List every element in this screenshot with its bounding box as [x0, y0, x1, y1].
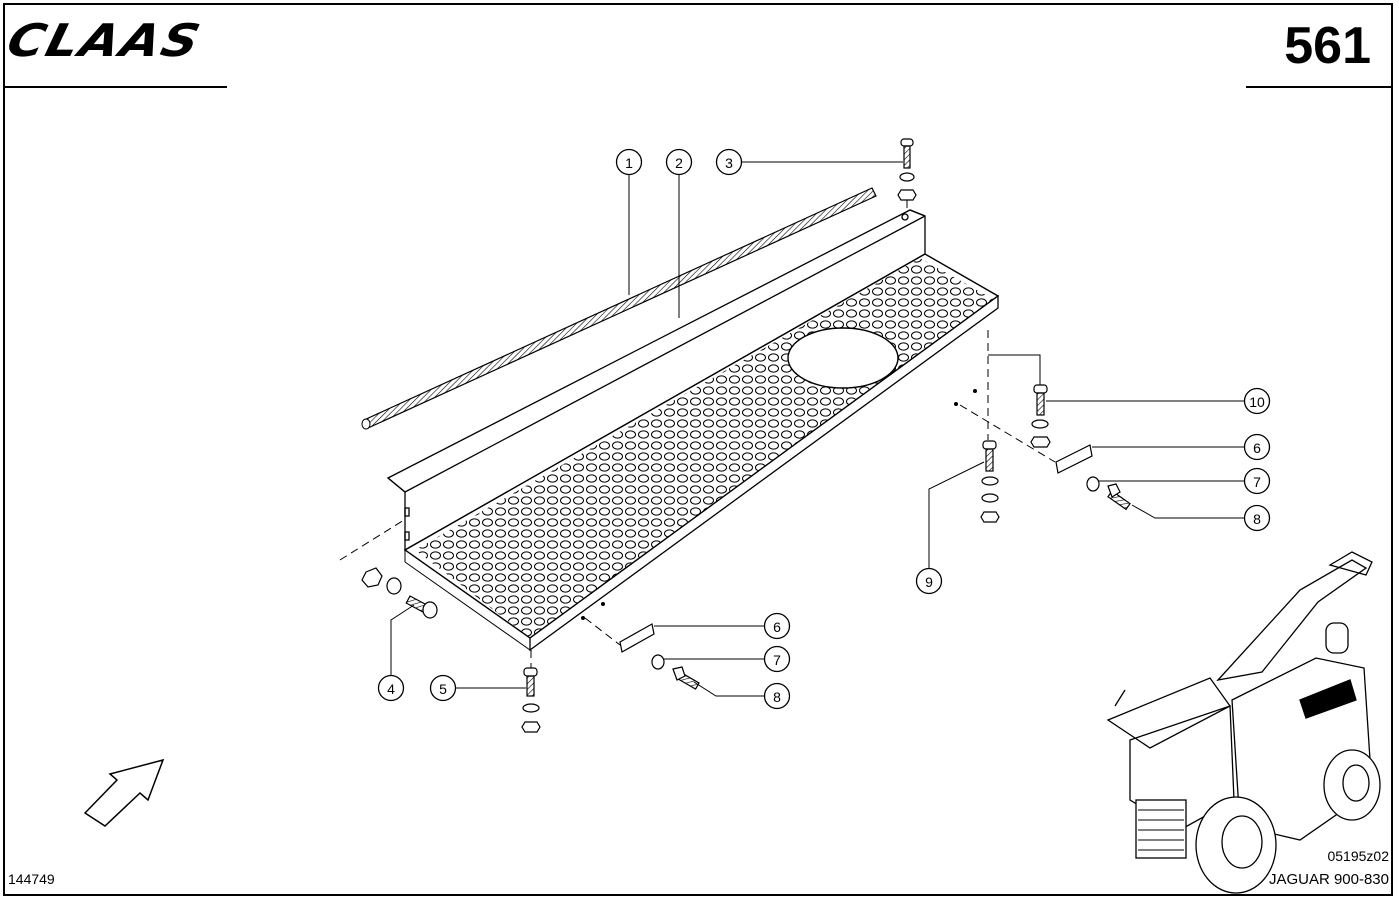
callout-2	[665, 148, 693, 176]
harvester-thumbnail	[1106, 551, 1381, 894]
callout-label: 4	[387, 681, 395, 697]
callout-label: 6	[773, 619, 781, 635]
callout-label: 7	[1253, 474, 1261, 490]
callout-6-upper	[1243, 433, 1271, 461]
callout-8-lower	[763, 682, 791, 710]
rubber-strip-part	[361, 187, 877, 430]
callout-label: 6	[1253, 440, 1261, 456]
document-id: 144749	[8, 871, 55, 887]
callout-10	[1243, 387, 1271, 415]
callout-label: 10	[1249, 394, 1265, 410]
callout-3	[715, 148, 743, 176]
callout-leaders	[390, 161, 1244, 697]
brand-underline	[3, 86, 227, 88]
callout-label: 2	[675, 155, 683, 171]
callout-8-upper	[1243, 504, 1271, 532]
page-number: 561	[1284, 17, 1371, 75]
machine-model: JAGUAR 900-830	[1268, 871, 1389, 888]
callout-1	[615, 148, 643, 176]
callout-label: 8	[1253, 511, 1261, 527]
callout-bubbles	[377, 148, 1271, 710]
callout-label: 5	[439, 681, 447, 697]
callout-label: 3	[725, 155, 733, 171]
callout-7-lower	[763, 645, 791, 673]
callout-label: 7	[773, 652, 781, 668]
callout-5	[429, 674, 457, 702]
page-number-underline	[1246, 86, 1393, 88]
callout-4	[377, 674, 405, 702]
travel-direction-arrow	[83, 758, 165, 827]
assembly-lines	[339, 200, 1056, 668]
hardware-parts	[361, 138, 1131, 733]
callout-label: 8	[773, 689, 781, 705]
perforated-floor-plate	[403, 253, 1000, 652]
callout-label: 9	[925, 574, 933, 590]
callout-labels: 1 2 3 4 5 6 7 8 9 10 6 7 8	[387, 155, 1265, 705]
callout-6-lower	[763, 612, 791, 640]
callout-9	[915, 567, 943, 595]
callout-label: 1	[625, 155, 633, 171]
drawing-code: 05195z02	[1327, 848, 1389, 864]
sheet-frame	[3, 3, 1393, 896]
callout-7-upper	[1243, 467, 1271, 495]
